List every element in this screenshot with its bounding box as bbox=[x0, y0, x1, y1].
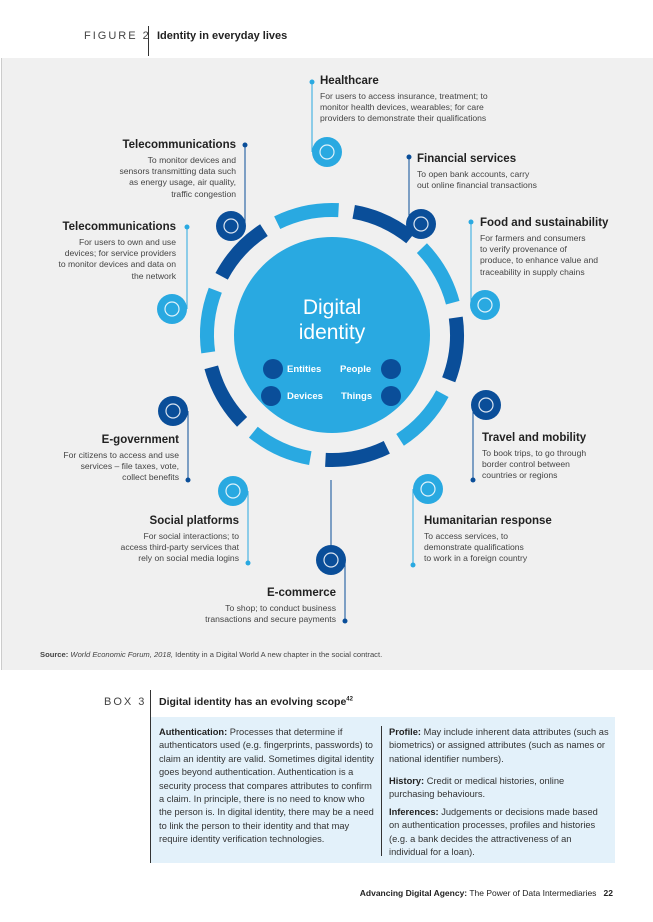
use-title: Telecommunications bbox=[122, 139, 236, 151]
use-telecommunications-devices: Telecommunications For users to own and … bbox=[58, 221, 176, 282]
use-title: Social platforms bbox=[149, 515, 239, 527]
use-healthcare: Healthcare For users to access insurance… bbox=[320, 75, 488, 125]
connector-dot bbox=[242, 142, 248, 148]
figure-label: FIGURE 2 bbox=[84, 30, 151, 42]
qr-code-icon bbox=[381, 386, 401, 406]
ring-segment bbox=[396, 390, 449, 446]
source-note: Source: World Economic Forum, 2018, Iden… bbox=[40, 650, 383, 659]
connector-dot bbox=[245, 560, 251, 566]
use-social-platforms: Social platforms For social interactions… bbox=[121, 515, 239, 565]
divider bbox=[148, 26, 149, 56]
people-icon bbox=[381, 359, 401, 379]
use-title: E-government bbox=[101, 434, 179, 446]
center-title-line2: identity bbox=[298, 321, 366, 344]
box-label: BOX 3 bbox=[104, 696, 147, 708]
connector-dot bbox=[406, 154, 412, 160]
use-title: Food and sustainability bbox=[480, 217, 609, 229]
building-icon bbox=[263, 359, 283, 379]
handshake-icon bbox=[413, 474, 443, 504]
connector-dot bbox=[410, 562, 416, 568]
icon-glyph bbox=[413, 216, 429, 232]
ring-segment bbox=[416, 243, 460, 305]
center-circle bbox=[234, 237, 430, 433]
connector-dot bbox=[185, 477, 191, 483]
icon-glyph bbox=[225, 483, 241, 499]
profile-text: Profile: May include inherent data attri… bbox=[389, 727, 609, 764]
shopping-cart-icon bbox=[316, 545, 346, 575]
use-title: Healthcare bbox=[320, 75, 379, 87]
authentication-text: Authentication: Processes that determine… bbox=[159, 727, 374, 845]
icon-glyph bbox=[319, 144, 335, 160]
icon-glyph bbox=[164, 301, 180, 317]
icon-glyph bbox=[323, 552, 339, 568]
box-title: Digital identity has an evolving scope42 bbox=[159, 696, 353, 708]
history-text: History: Credit or medical histories, on… bbox=[389, 776, 565, 800]
ring-segment bbox=[200, 287, 222, 354]
use-humanitarian-response: Humanitarian response To access services… bbox=[424, 515, 552, 565]
ring-segment bbox=[204, 365, 248, 427]
box-panel bbox=[151, 717, 615, 863]
use-title: Financial services bbox=[417, 153, 517, 165]
connector-dot bbox=[309, 79, 315, 85]
ring-segment bbox=[215, 224, 268, 280]
use-telecommunications-sensors: Telecommunications To monitor devices an… bbox=[119, 139, 236, 200]
connector-dot bbox=[342, 618, 348, 624]
social-icon bbox=[218, 476, 248, 506]
center-item-entities: Entities bbox=[287, 364, 322, 375]
use-title: E-commerce bbox=[266, 587, 336, 599]
ring-segment bbox=[325, 440, 390, 467]
connector-dot bbox=[470, 477, 476, 483]
finance-icon bbox=[406, 209, 436, 239]
smartphone-icon bbox=[261, 386, 281, 406]
use-title: Telecommunications bbox=[62, 221, 176, 233]
use-desc: For users to access insurance, treatment… bbox=[320, 91, 488, 124]
ring-segment bbox=[442, 316, 464, 383]
divider bbox=[381, 726, 382, 856]
network-icon bbox=[216, 211, 246, 241]
figure-title: Identity in everyday lives bbox=[157, 30, 288, 42]
ring-segment bbox=[352, 205, 416, 244]
use-title: Humanitarian response bbox=[424, 515, 552, 527]
center-item-people: People bbox=[340, 364, 372, 375]
beach-icon bbox=[471, 390, 501, 420]
signal-icon bbox=[157, 294, 187, 324]
use-title: Travel and mobility bbox=[482, 432, 587, 444]
icon-glyph bbox=[477, 297, 493, 313]
center-item-devices: Devices bbox=[287, 391, 323, 402]
icon-glyph bbox=[478, 397, 494, 413]
recycle-icon bbox=[470, 290, 500, 320]
ring-segment bbox=[248, 426, 312, 465]
page-footer: Advancing Digital Agency: The Power of D… bbox=[359, 888, 613, 898]
connector-dot bbox=[468, 219, 474, 225]
use-financial-services: Financial services To open bank accounts… bbox=[417, 153, 537, 191]
center-item-things: Things bbox=[341, 391, 373, 402]
use-food-sustainability: Food and sustainability For farmers and … bbox=[480, 217, 608, 278]
government-building-icon bbox=[158, 396, 188, 426]
connector-dot bbox=[184, 224, 190, 230]
page-number: 22 bbox=[603, 888, 613, 898]
inferences-text: Inferences: Judgements or decisions made… bbox=[389, 807, 598, 858]
icon-glyph bbox=[165, 403, 181, 419]
center-title: Digital identity bbox=[232, 295, 432, 345]
icon-glyph bbox=[223, 218, 239, 234]
use-travel-mobility: Travel and mobility To book trips, to go… bbox=[482, 432, 586, 482]
icon-glyph bbox=[420, 481, 436, 497]
center-title-line1: Digital bbox=[302, 296, 362, 319]
use-e-government: E-government For citizens to access and … bbox=[63, 434, 179, 484]
ring-segment bbox=[274, 203, 339, 230]
divider bbox=[150, 690, 151, 863]
ambulance-icon bbox=[312, 137, 342, 167]
